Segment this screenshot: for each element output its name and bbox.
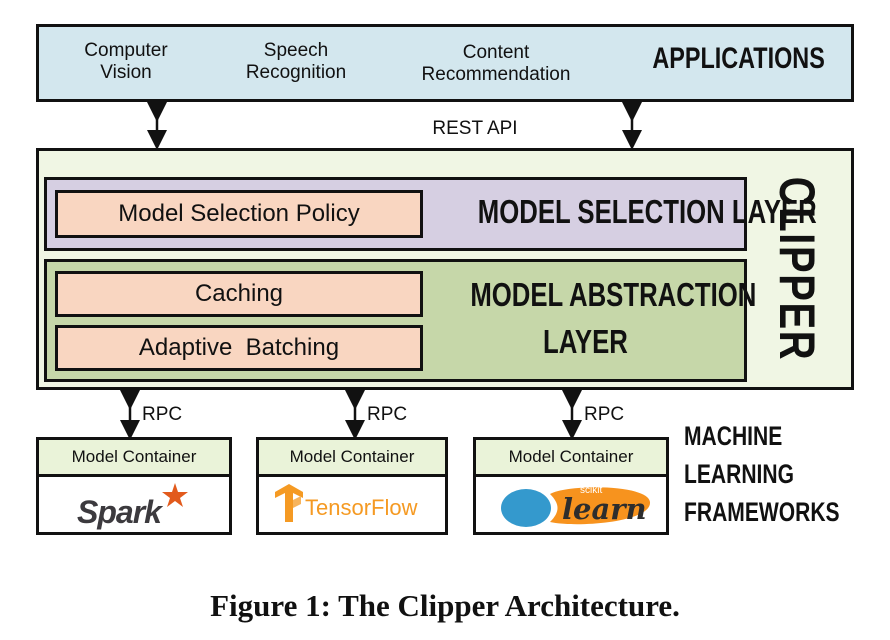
model-abstraction-layer-title-1: MODEL ABSTRACTION <box>470 276 757 313</box>
tensorflow-logo: TensorFlow <box>259 476 445 532</box>
app-computer-vision: Computer Vision <box>84 40 168 83</box>
model-container-label: Model Container <box>259 440 445 477</box>
model-selection-layer-title: MODEL SELECTION LAYER <box>477 193 817 230</box>
rpc-label-3: RPC <box>584 404 625 425</box>
model-abstraction-layer-title-2: LAYER <box>542 323 628 360</box>
caching: Caching <box>55 271 423 317</box>
rpc-label-2: RPC <box>367 404 408 425</box>
rest-api-label: REST API <box>432 118 518 139</box>
tensorflow-logo-text: TensorFlow <box>305 495 418 520</box>
spark-logo: Spark <box>39 476 229 532</box>
tensorflow-icon <box>275 484 303 522</box>
ml-frameworks-line-3: FRAMEWORKS <box>684 497 840 527</box>
spark-logo-text: Spark <box>77 494 162 530</box>
model-selection-policy: Model Selection Policy <box>55 190 423 238</box>
ml-frameworks-line-2: LEARNING <box>684 459 794 489</box>
ml-frameworks-line-1: MACHINE <box>684 421 783 451</box>
applications-title: APPLICATIONS <box>652 42 825 75</box>
spark-star-icon <box>162 483 188 507</box>
model-container-label: Model Container <box>39 440 229 477</box>
app-content-recommendation: Content Recommendation <box>421 42 571 85</box>
app-speech-recognition: Speech Recognition <box>245 40 347 83</box>
applications-layer <box>36 24 854 102</box>
figure-caption: Figure 1: The Clipper Architecture. <box>210 588 680 623</box>
scikit-learn-icon <box>501 487 651 527</box>
model-container-spark: Model Container Spark <box>36 437 232 535</box>
learn-logo-text: learn <box>562 492 647 526</box>
adaptive-batching: Adaptive Batching <box>55 325 423 371</box>
clipper-title: CLIPPER <box>769 176 825 362</box>
model-container-label: Model Container <box>476 440 666 477</box>
scikit-small-text: scikit <box>580 485 603 496</box>
scikit-learn-logo: scikit learn <box>476 476 666 532</box>
model-container-scikit-learn: Model Container scikit learn <box>473 437 669 535</box>
model-container-tensorflow: Model Container TensorFlow <box>256 437 448 535</box>
rpc-label-1: RPC <box>142 404 183 425</box>
